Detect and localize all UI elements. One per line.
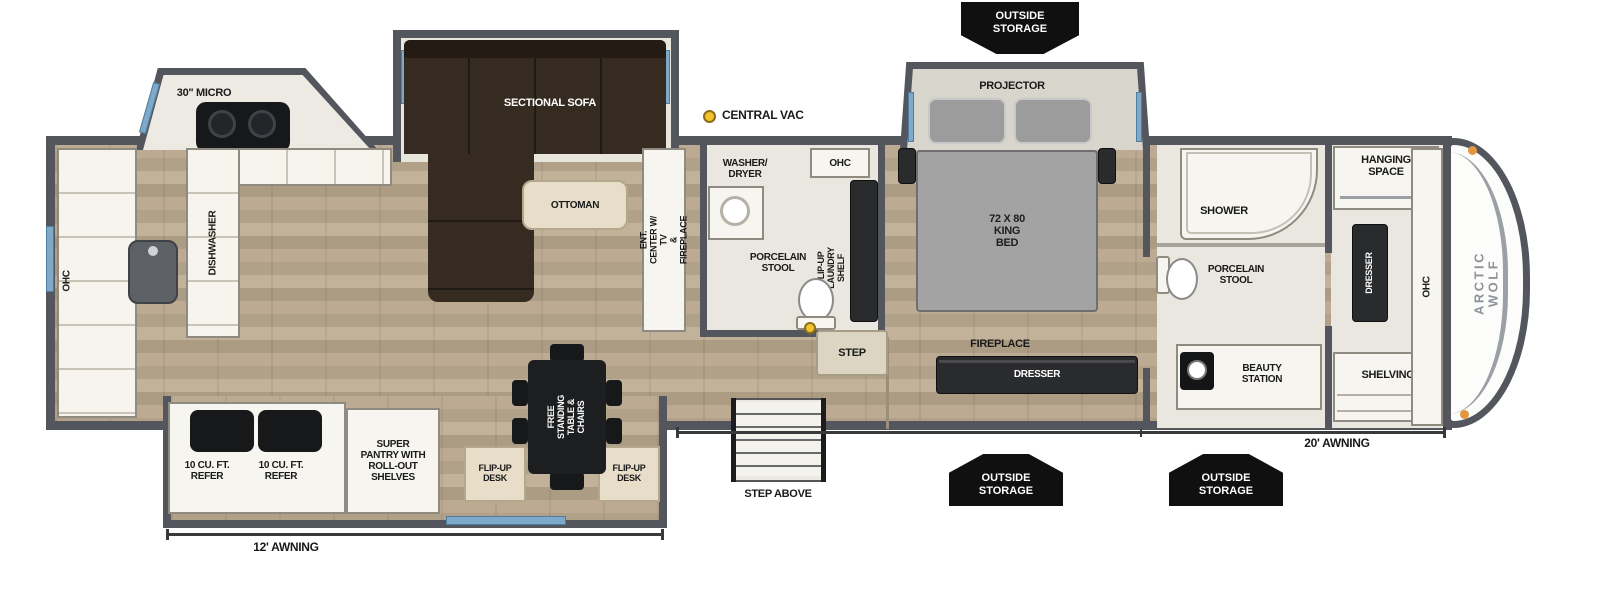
laundry-counter (850, 180, 878, 322)
shelving-label: SHELVING (1361, 368, 1415, 381)
bedroom-slide-window-right (1136, 92, 1142, 142)
chair-right-2 (606, 418, 622, 444)
bottom-slide-window (446, 516, 566, 525)
chair-bottom (550, 472, 584, 490)
nightstand-left (898, 148, 916, 184)
midbath-stool-label: PORCELAIN STOOL (749, 252, 807, 274)
wall-midbath-bottom (700, 330, 822, 337)
outside-storage-bottom-right: OUTSIDE STORAGE (1169, 454, 1283, 506)
sectional-sofa-chaise (428, 154, 534, 302)
hanging-rod (1340, 196, 1432, 199)
central-vac-label: CENTRAL VAC (722, 108, 804, 123)
king-bed: 72 X 80 KING BED (916, 150, 1098, 312)
frontbath-stool-label: PORCELAIN STOOL (1207, 264, 1265, 286)
step-light-dot (804, 322, 816, 334)
front-ohc-label: OHC (1421, 276, 1433, 298)
chair-left-1 (512, 380, 528, 406)
nightstand-right (1098, 148, 1116, 184)
entry-steps-treads (735, 402, 821, 476)
wall-bedroom-front-top (1143, 145, 1150, 257)
rear-window (46, 226, 54, 292)
entry-steps-rail-right (821, 398, 826, 482)
bedroom-slide-window-left (908, 92, 914, 142)
chair-right-1 (606, 380, 622, 406)
beauty-label: BEAUTY STATION (1241, 363, 1283, 385)
bedroom-dresser (936, 356, 1138, 394)
pillow-left (928, 98, 1006, 144)
super-pantry: SUPER PANTRY WITH ROLL-OUT SHELVES (346, 408, 440, 514)
chair-left-2 (512, 418, 528, 444)
marker-light-bottom (1460, 410, 1469, 419)
shower-label: SHOWER (1200, 204, 1248, 217)
central-vac-dot (703, 110, 716, 123)
refer-right-top (258, 410, 322, 452)
dishwasher-cabinet: DISHWASHER (186, 148, 240, 338)
midbath-ohc: OHC (810, 148, 870, 178)
wall-bath-closet-bottom (1325, 326, 1332, 430)
kitchen-ohc-label: OHC (61, 270, 73, 292)
refer-right-label: 10 CU. FT. REFER (258, 460, 304, 482)
ent-center-label: ENT. CENTER W/ TV & FIREPLACE (638, 215, 688, 265)
awning-rear-label: 12' AWNING (253, 540, 319, 555)
wall-bath-closet-top (1325, 145, 1332, 253)
midbath-toilet-tank (796, 316, 836, 330)
refer-left-label: 10 CU. FT. REFER (184, 460, 230, 482)
ottoman: OTTOMAN (522, 180, 628, 230)
bedroom-dresser-label: DRESSER (1013, 368, 1061, 380)
beauty-sink-bowl (1187, 360, 1207, 380)
micro-label: 30" MICRO (176, 86, 232, 99)
awning-front-tick-left (676, 427, 679, 438)
closet-dresser-label: DRESSER (1364, 252, 1375, 294)
pillow-right (1014, 98, 1092, 144)
wall-bedroom-front-bottom (1143, 368, 1150, 430)
bedroom-floor-edge (886, 337, 889, 429)
washer-dryer-label: WASHER/ DRYER (722, 158, 768, 180)
refer-left-top (190, 410, 254, 452)
sofa-label: SECTIONAL SOFA (503, 96, 597, 109)
shelf-line-2 (1337, 410, 1439, 412)
front-ohc-cabinet: OHC (1411, 148, 1443, 426)
dinette-table-label: FREE STANDING TABLE & CHAIRS (546, 395, 586, 439)
top-counter (238, 148, 392, 186)
burner-left (208, 110, 236, 138)
shelf-line-1 (1337, 394, 1439, 396)
flip-up-desk-right: FLIP-UP DESK (598, 446, 660, 502)
wall-midbath-right (878, 145, 885, 337)
projector-label: PROJECTOR (979, 79, 1045, 92)
frontbath-toilet-bowl (1166, 258, 1198, 300)
washer-door (720, 196, 750, 226)
awning-front-line (676, 431, 1446, 434)
wall-bath-divider (1157, 243, 1325, 247)
faucet (148, 246, 158, 256)
kitchen-ohc-label-wrap: OHC (55, 250, 79, 312)
awning-rear-tick-right (661, 529, 664, 540)
marker-light-top (1468, 146, 1477, 155)
ent-center: ENT. CENTER W/ TV & FIREPLACE (638, 148, 688, 332)
step-platform: STEP (816, 330, 888, 376)
awning-rear-line (166, 533, 664, 536)
closet-dresser: DRESSER (1352, 224, 1388, 322)
outside-storage-top: OUTSIDE STORAGE (961, 2, 1079, 54)
wall-midbath-left (700, 145, 707, 337)
entry-steps-rail-left (731, 398, 736, 482)
dishwasher-label: DISHWASHER (207, 210, 219, 276)
rear-counter (57, 148, 137, 418)
outside-storage-bottom-left: OUTSIDE STORAGE (949, 454, 1063, 506)
awning-front-tick-right (1443, 427, 1446, 438)
awning-front-tick-mid (1140, 429, 1142, 437)
fireplace-label: FIREPLACE (970, 337, 1030, 350)
chair-top (550, 344, 584, 362)
front-cap-curve (1432, 152, 1508, 414)
awning-rear-tick-left (166, 529, 169, 540)
flip-up-desk-left: FLIP-UP DESK (464, 446, 526, 502)
step-above-label: STEP ABOVE (744, 487, 812, 500)
dinette-table: FREE STANDING TABLE & CHAIRS (528, 360, 606, 474)
sectional-sofa (404, 40, 666, 154)
burner-right (248, 110, 276, 138)
midbath-toilet-bowl (798, 278, 834, 322)
washer-dryer (708, 186, 764, 240)
hanging-label: HANGING SPACE (1361, 153, 1411, 178)
awning-front-label: 20' AWNING (1304, 436, 1370, 451)
